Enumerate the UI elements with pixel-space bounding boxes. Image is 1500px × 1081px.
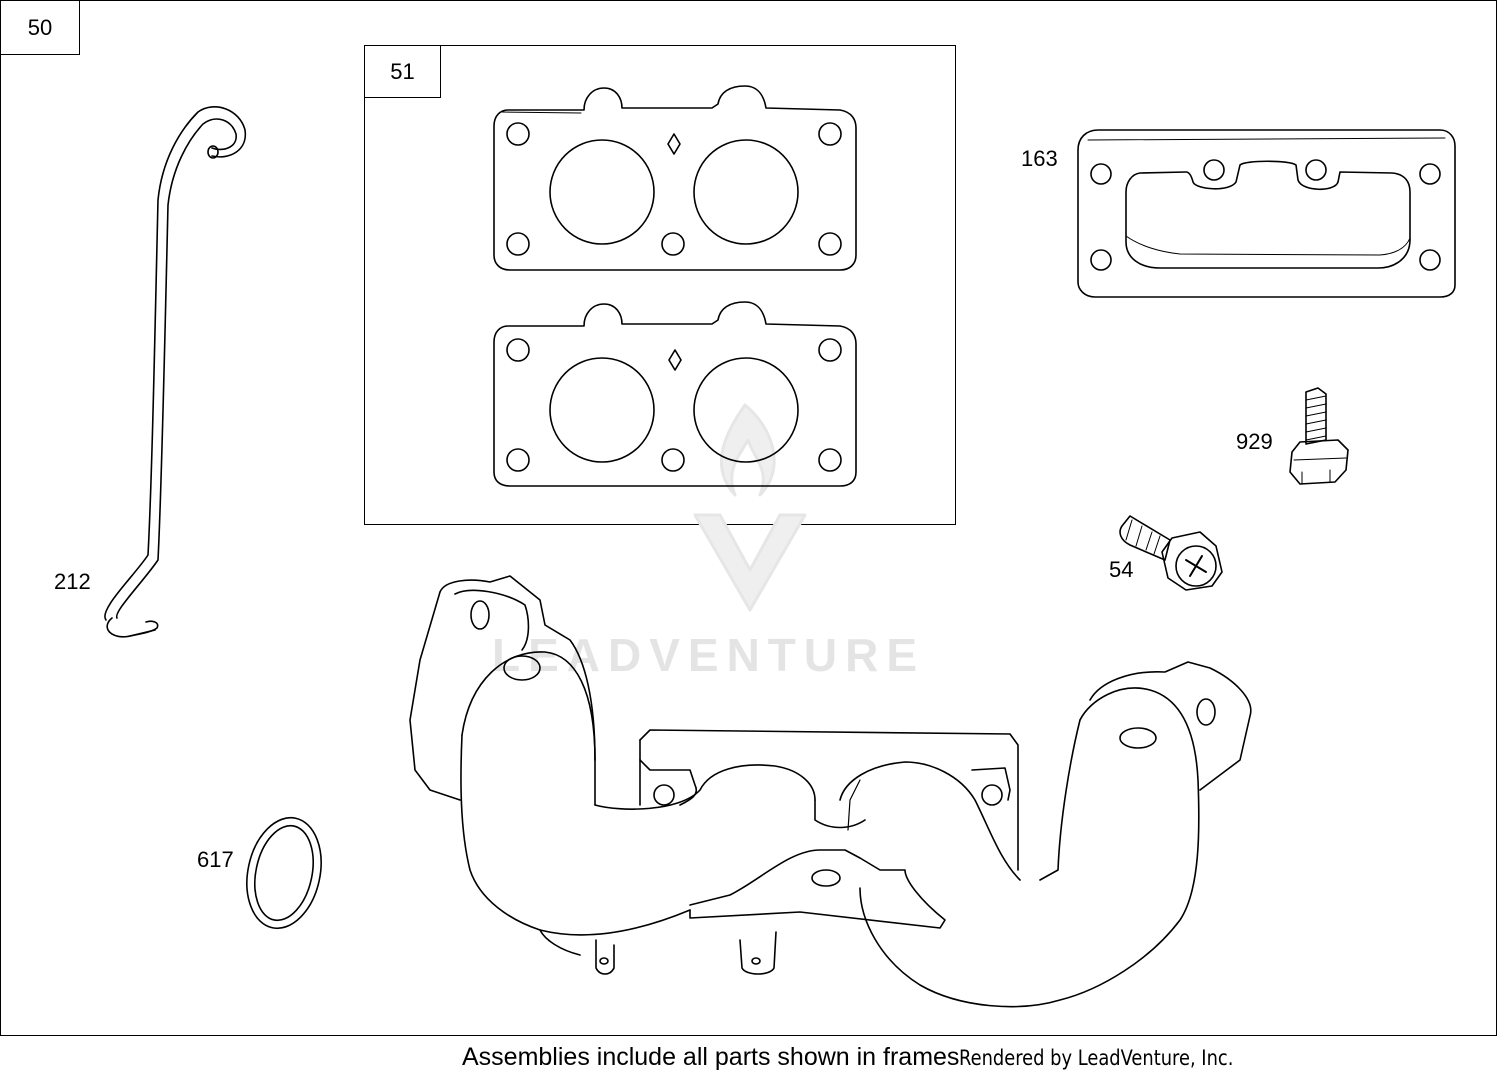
bolt-929 xyxy=(1289,387,1349,485)
callout-617: 617 xyxy=(197,847,234,872)
bolt-54 xyxy=(1119,515,1223,591)
footer-credit: Rendered by LeadVenture, Inc. xyxy=(959,1046,1234,1070)
gasket-subframe xyxy=(364,45,956,525)
assembly-frame xyxy=(0,0,1497,1036)
oring-617 xyxy=(246,816,322,930)
footer: Assemblies include all parts shown in fr… xyxy=(462,1043,1282,1072)
gasket-51-bottom xyxy=(493,301,857,487)
frame-label-50: 50 xyxy=(0,0,80,55)
subframe-label-51: 51 xyxy=(364,45,441,98)
callout-54: 54 xyxy=(1109,557,1134,582)
watermark-text: LEADVENTURE xyxy=(492,629,926,681)
gasket-51-top xyxy=(493,85,857,271)
exhaust-manifold xyxy=(409,575,1252,1008)
watermark-logo xyxy=(693,403,807,612)
callout-929: 929 xyxy=(1236,429,1273,454)
callout-163: 163 xyxy=(1021,146,1058,171)
footer-note: Assemblies include all parts shown in fr… xyxy=(462,1043,960,1071)
gasket-163 xyxy=(1077,129,1456,298)
rod-212 xyxy=(104,106,246,638)
callout-212: 212 xyxy=(54,569,91,594)
